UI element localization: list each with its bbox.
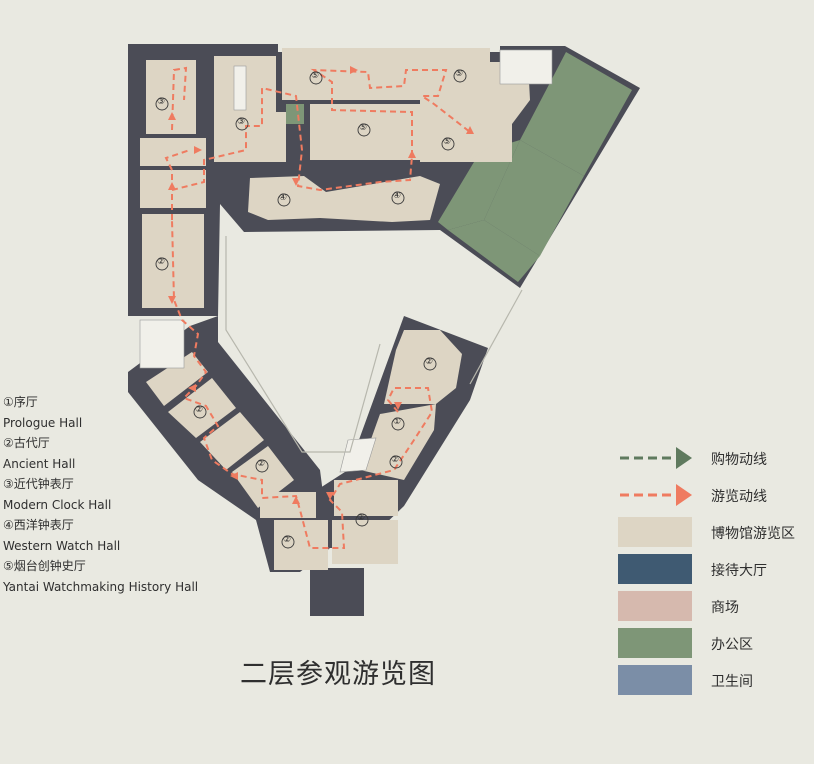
room-label-5c: ⑤ <box>359 123 368 133</box>
reception-swatch <box>618 554 692 584</box>
room-markers <box>155 69 467 549</box>
courtyard-outline <box>225 236 523 453</box>
hall-3-cn: ③近代钟表厅 <box>3 477 74 491</box>
restroom-swatch <box>618 665 692 695</box>
room-label-5b: ⑤ <box>455 69 464 79</box>
room-label-3a: ③ <box>157 97 166 107</box>
legend-museum-area: 博物馆游览区 <box>616 516 814 548</box>
room-label-2f: ② <box>391 455 400 465</box>
legend-label: 办公区 <box>711 637 753 653</box>
room-label-5a: ⑤ <box>311 71 320 81</box>
museum-rooms <box>140 48 530 570</box>
legend-restroom: 卫生间 <box>616 664 814 696</box>
hall-4-en: Western Watch Hall <box>3 538 121 553</box>
room-label-2b: ② <box>195 405 204 415</box>
room-label-5d: ⑤ <box>443 137 452 147</box>
legend-label: 接待大厅 <box>711 563 767 579</box>
legend-label: 游览动线 <box>711 489 767 505</box>
room-label-4b: ④ <box>393 191 402 201</box>
office-zone <box>286 52 632 282</box>
hall-5-cn: ⑤烟台创钟史厅 <box>3 559 86 573</box>
room-label-4a: ④ <box>279 193 288 203</box>
museum-swatch <box>618 517 692 547</box>
hall-list: ①序厅 Prologue Hall ②古代厅 Ancient Hall ③近代钟… <box>3 392 198 597</box>
route-arrowheads <box>168 66 474 504</box>
room-label-1: ① <box>393 417 402 427</box>
hall-5-en: Yantai Watchmaking History Hall <box>3 579 199 594</box>
hall-2-en: Ancient Hall <box>3 456 76 471</box>
legend-label: 商场 <box>711 600 739 616</box>
room-label-2g: ② <box>357 513 366 523</box>
room-label-2d: ② <box>283 535 292 545</box>
legend-office: 办公区 <box>616 627 814 659</box>
office-swatch <box>618 628 692 658</box>
room-label-2a: ② <box>157 257 166 267</box>
hall-2-cn: ②古代厅 <box>3 436 50 450</box>
room-label-2e: ② <box>425 357 434 367</box>
stairwells <box>139 49 553 473</box>
legend-label: 博物馆游览区 <box>711 526 795 542</box>
hall-4-cn: ④西洋钟表厅 <box>3 518 74 532</box>
map-title: 二层参观游览图 <box>240 659 436 690</box>
mall-swatch <box>618 591 692 621</box>
legend-reception: 接待大厅 <box>616 553 814 585</box>
legend-label: 购物动线 <box>711 452 767 468</box>
hall-3-en: Modern Clock Hall <box>3 497 112 512</box>
hall-1-en: Prologue Hall <box>3 415 83 430</box>
hall-1-cn: ①序厅 <box>3 395 38 409</box>
orange-dashed-arrow-icon <box>620 484 692 506</box>
room-label-2c: ② <box>257 459 266 469</box>
green-dashed-arrow-icon <box>620 447 692 469</box>
legend-tour-route: 游览动线 <box>616 479 814 511</box>
tour-route <box>164 66 471 549</box>
room-label-3b: ③ <box>237 117 246 127</box>
legend-shopping-route: 购物动线 <box>616 442 814 474</box>
legend-mall: 商场 <box>616 590 814 622</box>
legend-label: 卫生间 <box>711 674 753 690</box>
